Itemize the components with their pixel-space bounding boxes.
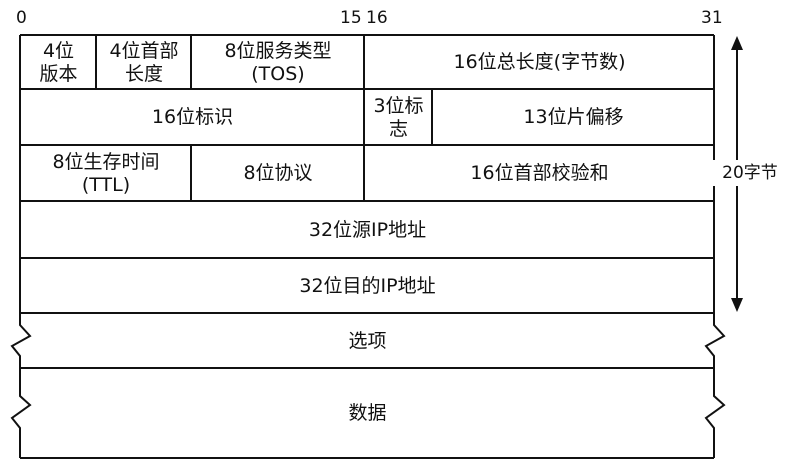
field-flags: 3位标 志 [373,94,424,140]
break-right-data [704,368,726,458]
bit-label-15: 15 [340,8,362,28]
field-tos: 8位服务类型 (TOS) [224,39,332,85]
break-right-options [704,313,726,368]
size-arrow-head-down [731,298,743,312]
bit-label-0: 0 [16,8,27,28]
field-version: 4位 版本 [39,39,78,85]
field-options: 选项 [348,329,387,352]
field-data: 数据 [348,402,387,424]
field-source-ip: 32位源IP地址 [308,218,427,241]
field-protocol: 8位协议 [243,162,313,184]
field-fragment-offset: 13位片偏移 [523,106,624,128]
field-header-checksum: 16位首部校验和 [470,162,609,184]
break-left-options [10,313,32,368]
field-destination-ip: 32位目的IP地址 [299,274,436,297]
header-size-label: 20字节 [712,160,788,186]
field-ttl: 8位生存时间 (TTL) [52,150,160,196]
field-identification: 16位标识 [151,106,234,128]
field-header-length: 4位首部 长度 [109,39,179,85]
size-arrow-head-up [731,36,743,50]
bit-label-16: 16 [366,8,388,28]
field-total-length: 16位总长度(字节数) [453,51,626,73]
bit-label-31: 31 [701,8,723,28]
break-left-data [10,368,32,458]
